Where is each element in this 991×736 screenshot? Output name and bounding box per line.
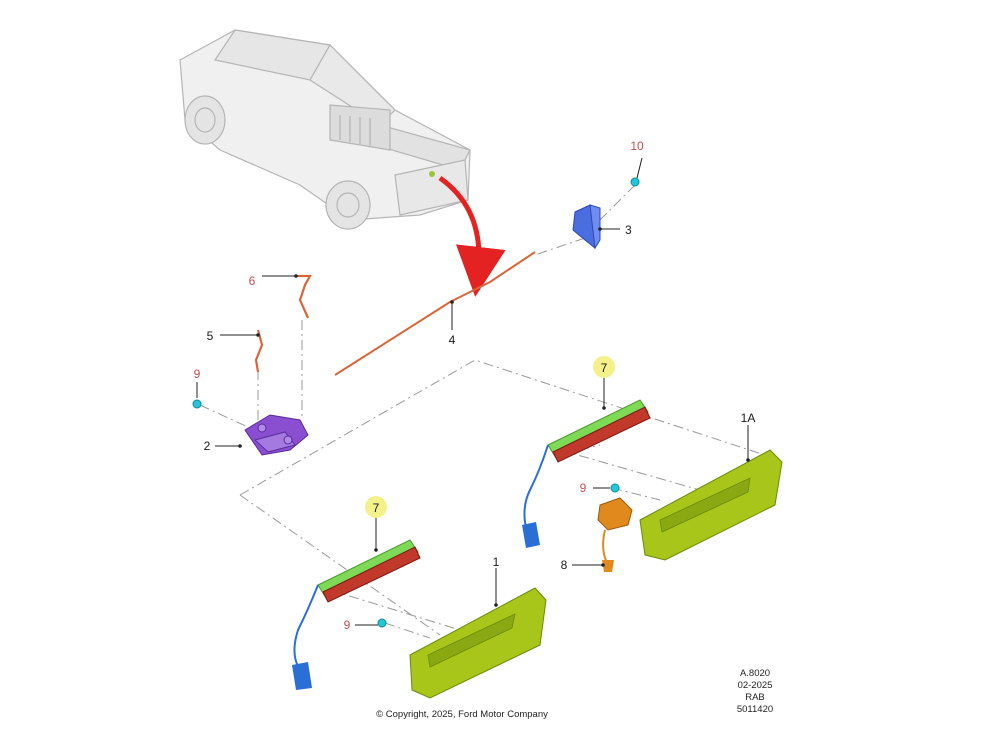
callout-8: 8	[561, 558, 568, 572]
callout-labels: 10 3 4 6 5 9 2 7 7 1A 9 8 1 9	[194, 139, 756, 632]
part-2-module	[244, 414, 309, 456]
callout-2: 2	[204, 439, 211, 453]
part-4-harness	[334, 251, 536, 376]
construction-lines	[199, 184, 781, 639]
reference-date: 02-2025	[738, 680, 773, 691]
part-8-switch	[597, 497, 633, 572]
callout-10: 10	[630, 139, 644, 153]
callout-7-lower: 7	[373, 501, 380, 515]
callout-1a: 1A	[741, 411, 756, 425]
part-7-lamp-lower	[292, 539, 421, 690]
callout-7-highlight-upper	[593, 356, 615, 378]
reference-group: RAB	[745, 692, 765, 703]
callout-1: 1	[493, 555, 500, 569]
callout-5: 5	[207, 329, 214, 343]
callout-3: 3	[625, 223, 632, 237]
part-7-lamp-upper	[522, 399, 651, 548]
part-9-clip-b	[610, 483, 620, 493]
part-3-bracket	[572, 204, 601, 250]
part-5-pigtail	[254, 329, 264, 373]
leader-lines	[196, 157, 749, 626]
part-10-clip	[630, 177, 640, 187]
copyright-text: © Copyright, 2025, Ford Motor Company	[376, 709, 548, 720]
callout-9-c: 9	[344, 618, 351, 632]
reference-part-id: 5011420	[737, 704, 773, 715]
part-9-clips	[192, 399, 620, 628]
callout-7-upper: 7	[601, 361, 608, 375]
callout-9-b: 9	[580, 481, 587, 495]
part-1-handle-bezel	[409, 587, 547, 699]
part-9-clip-a	[192, 399, 202, 409]
leader-dots	[238, 227, 750, 607]
part-1a-handle-bezel	[639, 449, 783, 561]
indication-arrow	[438, 175, 506, 297]
reference-code: A.8020	[740, 668, 770, 679]
callout-9-a: 9	[194, 367, 201, 381]
callout-7-highlight-lower	[365, 496, 387, 518]
reference-block: A.8020 02-2025 RAB 5011420	[737, 668, 773, 715]
vehicle-illustration	[179, 29, 471, 230]
callout-6: 6	[249, 274, 256, 288]
part-6-connector	[296, 274, 312, 319]
callout-4: 4	[449, 333, 456, 347]
part-9-clip-c	[377, 618, 387, 628]
